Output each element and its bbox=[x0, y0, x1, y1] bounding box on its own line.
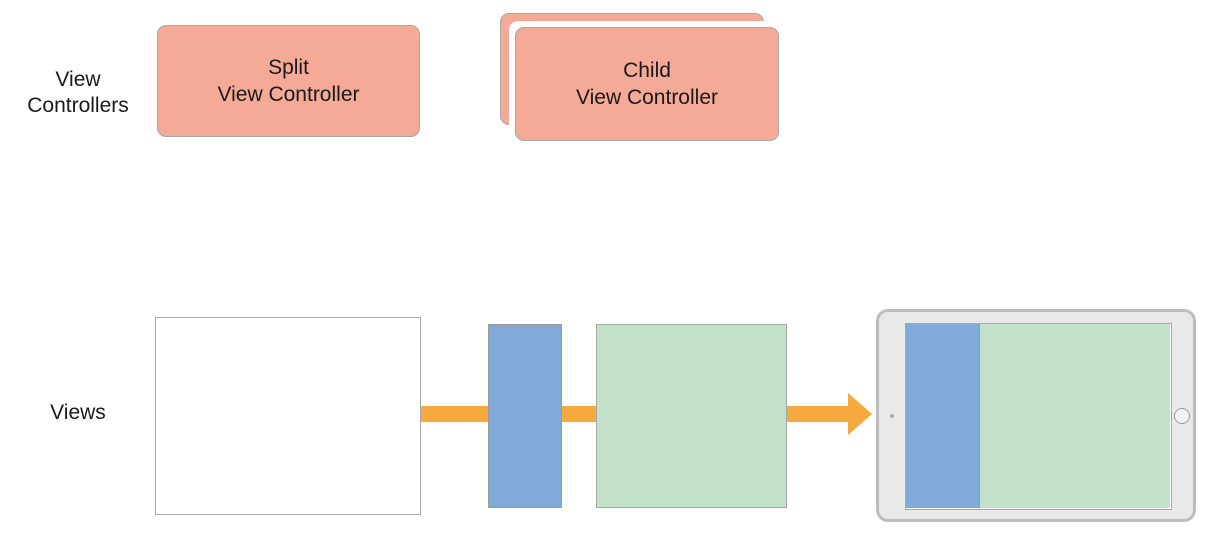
child-view-controller-line2: View Controller bbox=[575, 86, 718, 109]
arrow-segment-3 bbox=[786, 406, 850, 422]
primary-view bbox=[488, 324, 562, 508]
ipad-primary-view bbox=[906, 324, 980, 508]
split-view-controller-view bbox=[155, 317, 421, 515]
split-view-controller-box: Split View Controller bbox=[157, 25, 420, 137]
ipad-home-button-icon bbox=[1174, 408, 1190, 424]
ipad-device bbox=[876, 309, 1196, 522]
ipad-secondary-view bbox=[980, 324, 1170, 508]
ipad-camera-icon bbox=[890, 414, 894, 418]
secondary-view bbox=[596, 324, 787, 508]
arrow-segment-1 bbox=[420, 406, 488, 422]
child-view-controller-box: Child View Controller bbox=[515, 27, 779, 141]
split-view-controller-line2: View Controller bbox=[217, 83, 360, 106]
view-controllers-label-line2: Controllers bbox=[27, 94, 129, 117]
arrow-head-icon bbox=[848, 393, 872, 435]
split-view-controller-line1: Split bbox=[268, 56, 309, 79]
arrow-segment-2 bbox=[561, 406, 597, 422]
view-controllers-label-line1: View bbox=[55, 68, 101, 91]
views-label: Views bbox=[50, 401, 106, 424]
child-view-controller-line1: Child bbox=[623, 59, 671, 82]
view-controllers-label: View Controllers bbox=[8, 67, 148, 119]
ipad-screen bbox=[905, 323, 1172, 510]
